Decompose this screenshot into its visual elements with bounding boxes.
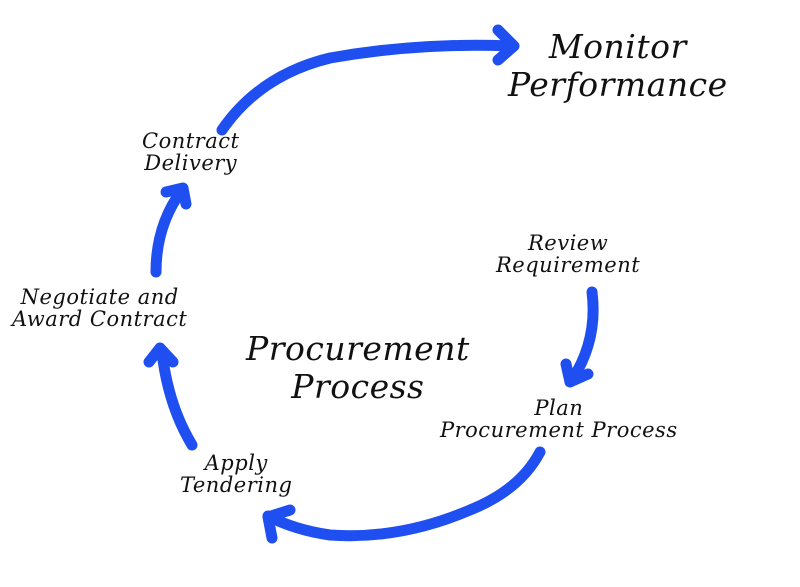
step-line: Negotiate and xyxy=(20,285,179,309)
step-line: Delivery xyxy=(144,151,238,176)
step-line: Requirement xyxy=(496,253,641,278)
step-apply-tendering: Apply Tendering xyxy=(180,452,292,496)
step-line: Plan xyxy=(534,396,584,420)
arrow-review-to-plan xyxy=(560,286,599,388)
step-review-requirement: Review Requirement xyxy=(496,232,640,276)
step-negotiate-award-contract: Negotiate and Award Contract xyxy=(12,286,187,330)
step-line: Award Contract xyxy=(12,307,188,332)
step-line: Monitor xyxy=(548,27,687,66)
step-contract-delivery: Contract Delivery xyxy=(142,130,239,174)
arrow-plan-to-apply xyxy=(262,446,546,544)
title-line: Process xyxy=(291,366,425,406)
step-line: Contract xyxy=(142,129,240,153)
step-line: Performance xyxy=(508,64,728,104)
step-plan-procurement-process: Plan Procurement Process xyxy=(440,397,678,441)
diagram-title: Procurement Process xyxy=(246,330,470,406)
arrow-apply-to-negotiate xyxy=(143,342,198,451)
arrow-contract-to-monitor xyxy=(216,24,520,136)
title-line: Procurement xyxy=(246,329,470,368)
step-line: Review xyxy=(527,231,609,255)
step-line: Apply xyxy=(204,451,268,475)
step-line: Tendering xyxy=(180,473,293,498)
arrow-negotiate-to-contract xyxy=(150,182,192,278)
step-monitor-performance: Monitor Performance xyxy=(508,28,728,104)
step-line: Procurement Process xyxy=(440,418,678,443)
